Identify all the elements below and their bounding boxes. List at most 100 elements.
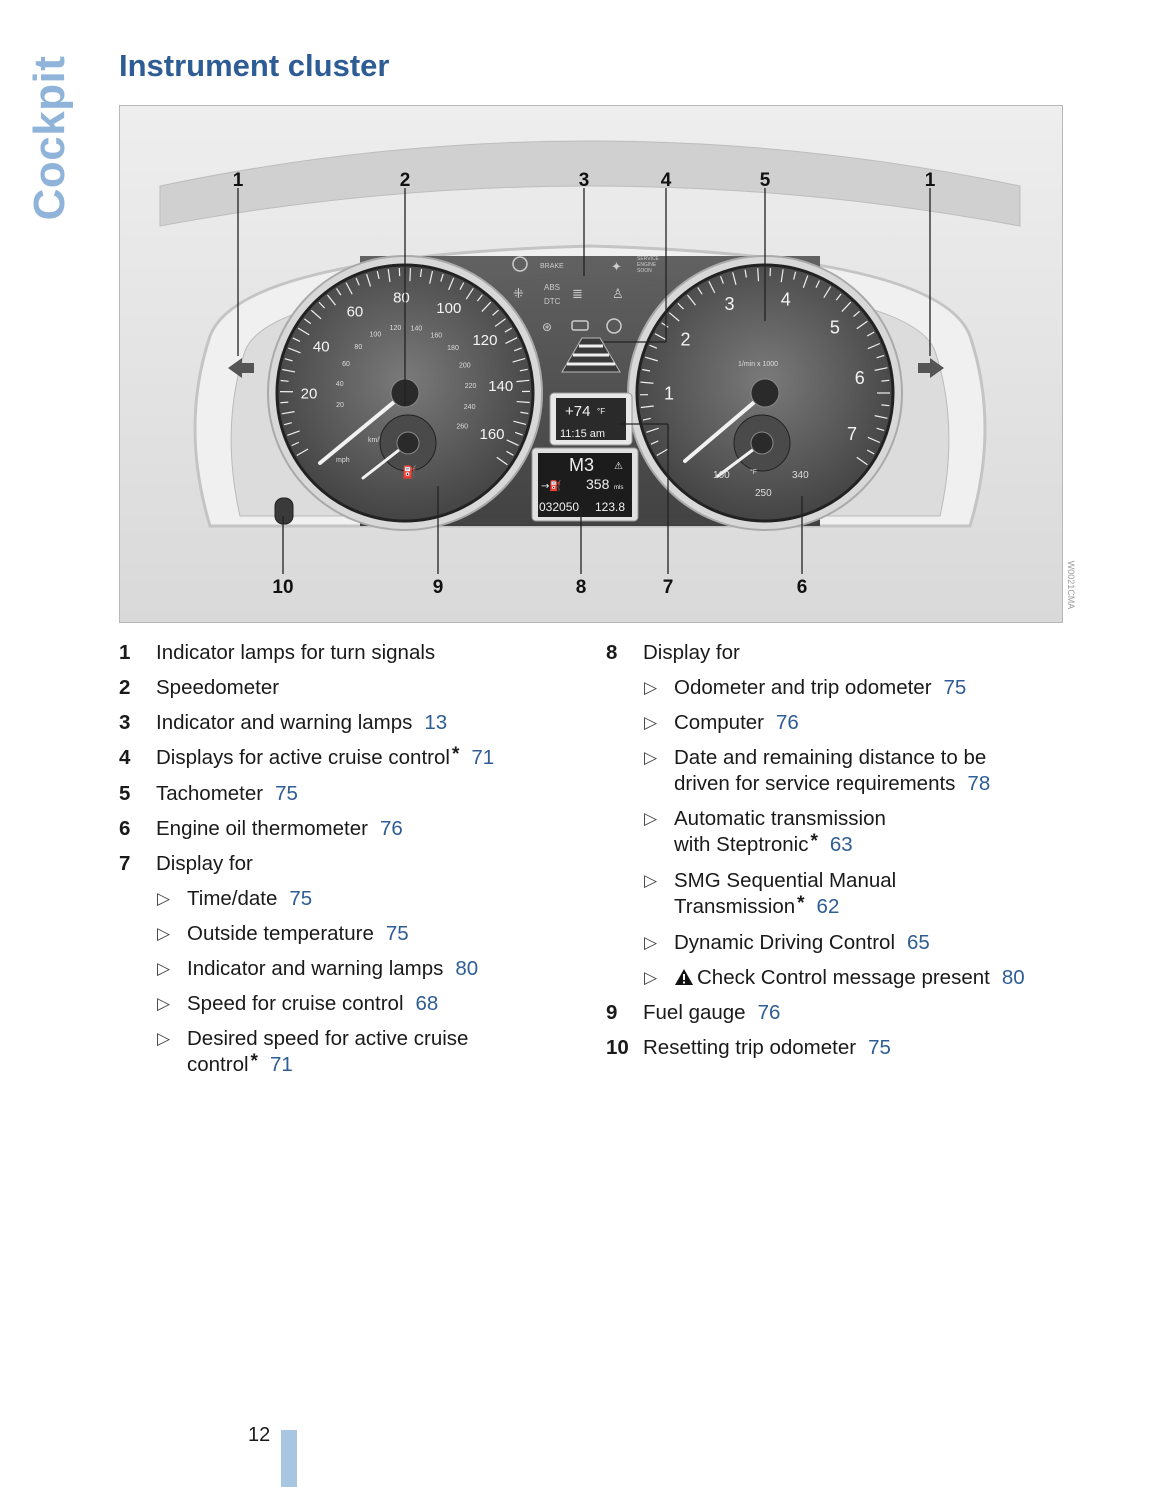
dial-tick xyxy=(645,356,658,362)
dial-label: 100 xyxy=(370,331,382,338)
triangle-bullet-icon: ▷ xyxy=(157,994,171,1013)
page-ref-link[interactable]: 75 xyxy=(943,676,967,699)
page-ref-link[interactable]: 75 xyxy=(275,782,298,805)
dial-tick xyxy=(494,318,506,327)
legend-number: 7 xyxy=(119,852,131,875)
side-tab-label: Cockpit xyxy=(25,55,74,221)
dial-tick xyxy=(297,327,310,336)
tachometer-ticks xyxy=(640,268,890,466)
page-ref-link[interactable]: 71 xyxy=(471,746,495,769)
triangle-bullet-icon: ▷ xyxy=(157,1029,171,1048)
dial-label: 220 xyxy=(465,383,477,390)
dial-tick xyxy=(326,294,337,306)
sub-item-text: control xyxy=(187,1053,249,1076)
dial-tick xyxy=(365,273,372,287)
legend-number: 5 xyxy=(119,782,131,805)
legend-number: 9 xyxy=(606,1001,618,1024)
dial-tick xyxy=(876,427,885,432)
sub-item-text: driven for service requirements xyxy=(674,772,956,795)
dial-tick xyxy=(881,379,890,382)
dial-label: 140 xyxy=(488,378,513,395)
sub-item-text: Odometer and trip odometer xyxy=(674,676,932,699)
dial-tick xyxy=(656,448,669,457)
figure-id-label: W0021CMA xyxy=(1066,560,1076,610)
legend-text: Fuel gauge xyxy=(643,1001,746,1024)
sub-item-text: Speed for cruise control xyxy=(187,992,404,1015)
dial-tick xyxy=(519,368,528,372)
gear-display-value: M3 xyxy=(569,455,594,475)
dial-label: 7 xyxy=(847,424,857,444)
page-ref-link[interactable]: 63 xyxy=(829,833,853,856)
page-ref-link[interactable]: 71 xyxy=(269,1053,293,1076)
dial-label: 180 xyxy=(447,345,459,352)
dial-tick xyxy=(409,268,412,282)
dial-tick xyxy=(815,280,821,288)
fuel-pump-icon: ⛽ xyxy=(402,465,417,479)
fuel-gauge-hub xyxy=(396,431,420,455)
page-ref-link[interactable]: 75 xyxy=(385,922,409,945)
svg-text:DTC: DTC xyxy=(544,297,561,306)
speedometer-needle xyxy=(318,391,407,465)
page-edge-bar xyxy=(281,1430,297,1487)
page-ref-link[interactable]: 65 xyxy=(907,931,930,954)
triangle-bullet-icon: ▷ xyxy=(644,748,658,767)
sub-item-text: Computer xyxy=(674,711,765,734)
triangle-bullet-icon: ▷ xyxy=(644,933,658,952)
dial-label: 200 xyxy=(459,363,471,370)
dial-tick xyxy=(345,282,353,295)
legend-number: 1 xyxy=(119,641,131,664)
page-ref-link[interactable]: 80 xyxy=(1001,966,1025,989)
odometer-display xyxy=(538,453,632,517)
page-ref-link[interactable]: 80 xyxy=(455,957,479,980)
dial-tick xyxy=(516,400,530,404)
page-ref-link[interactable]: 76 xyxy=(379,817,403,840)
page-ref-link[interactable]: 62 xyxy=(816,895,840,918)
dial-label: 1 xyxy=(664,383,674,403)
oil-label-160: 160 xyxy=(713,470,730,481)
legend-number: 8 xyxy=(606,641,618,664)
dial-tick xyxy=(708,281,716,294)
dial-tick xyxy=(661,322,669,328)
dial-tick xyxy=(642,368,651,372)
dial-tick xyxy=(476,294,483,302)
legend-text: Display for xyxy=(156,852,253,875)
callout-1-right: 1 xyxy=(925,170,936,191)
speedometer-unit-mph: mph xyxy=(336,457,350,464)
dial-label: 40 xyxy=(336,381,344,388)
page-ref-link[interactable]: 76 xyxy=(757,1001,781,1024)
turn-signal-right-icon xyxy=(918,358,944,378)
page-ref-link[interactable]: 78 xyxy=(967,772,991,795)
page-ref-link[interactable]: 75 xyxy=(868,1036,891,1059)
legend-number: 10 xyxy=(606,1036,629,1059)
dial-tick xyxy=(376,270,380,280)
dial-tick xyxy=(780,269,784,283)
dial-tick xyxy=(496,456,508,466)
callout-6: 6 xyxy=(797,577,808,598)
dial-tick xyxy=(291,441,300,447)
dial-label: 80 xyxy=(354,344,362,351)
trip-reset-knob xyxy=(274,497,294,525)
page-ref-link[interactable]: 13 xyxy=(424,711,448,734)
dial-label: 120 xyxy=(472,332,497,349)
dial-tick xyxy=(459,282,465,290)
dial-tick xyxy=(823,286,832,298)
page-ref-link[interactable]: 68 xyxy=(415,992,439,1015)
page-number: 12 xyxy=(248,1424,271,1446)
svg-text:✦: ✦ xyxy=(611,260,622,275)
tachometer-unit: 1/min x 1000 xyxy=(738,361,778,368)
time-display-value: 11:15 am xyxy=(560,428,605,440)
sub-item-text: Check Control message present xyxy=(697,966,990,989)
speedometer-ticks xyxy=(280,268,530,466)
dial-tick xyxy=(282,368,296,373)
dial-tick xyxy=(284,358,293,362)
legend-number: 6 xyxy=(119,817,131,840)
page-ref-link[interactable]: 76 xyxy=(776,711,799,734)
page-ref-link[interactable]: 75 xyxy=(289,887,313,910)
warning-triangle-icon xyxy=(675,969,693,985)
